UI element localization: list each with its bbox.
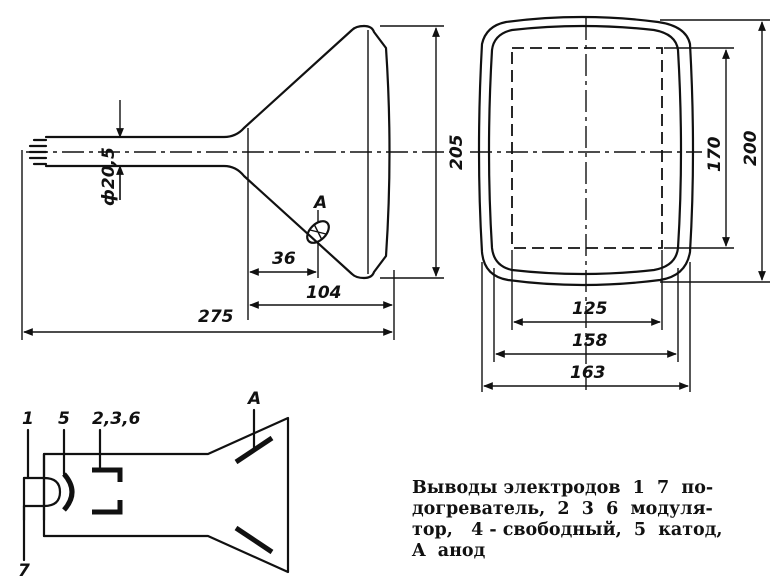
caption-line: догреватель, 2 3 6 модуля- xyxy=(412,499,713,519)
total-length-text: 275 xyxy=(198,307,234,327)
anode-label: A xyxy=(312,193,327,213)
schematic: 1 5 2,3,6 7 A xyxy=(18,389,290,580)
heater-filament xyxy=(22,476,62,508)
bulb-height-text: 200 xyxy=(741,130,761,166)
total-length-dim: 275 xyxy=(23,307,393,336)
anode-offset-text: 36 xyxy=(272,249,296,269)
pin-label-1: 1 xyxy=(22,409,34,429)
frame-outline xyxy=(487,24,683,276)
cone-length-text: 104 xyxy=(306,283,342,303)
bulb-width-dim: 163 xyxy=(483,363,689,390)
side-view: A ф20,5 205 36 104 xyxy=(21,24,467,340)
front-view: 170 200 125 158 163 xyxy=(470,15,770,392)
cone-length-dim: 104 xyxy=(249,283,393,309)
modulator xyxy=(92,467,123,515)
cathode xyxy=(62,472,75,512)
bulb-height-dim: 200 xyxy=(660,19,770,283)
screen-area xyxy=(511,47,663,249)
caption-line: A анод xyxy=(412,541,486,561)
screen-height-dim: 170 xyxy=(664,47,734,249)
anode-offset-dim: 36 xyxy=(249,249,317,276)
screen-width-dim: 125 xyxy=(513,299,661,326)
height-dim: 205 xyxy=(380,25,467,279)
neck-diameter-dim: ф20,5 xyxy=(99,100,124,206)
schematic-outline xyxy=(42,416,290,574)
pin-label-5: 5 xyxy=(58,409,70,429)
frame-width-dim: 158 xyxy=(495,331,677,358)
frame-width-text: 158 xyxy=(572,331,608,351)
pin-label-7: 7 xyxy=(18,561,30,580)
anode-strip-bottom xyxy=(234,525,274,555)
tube-outline xyxy=(44,24,366,280)
caption-line: тор, 4 - свободный, 5 катод, xyxy=(412,520,723,540)
pinout-caption: Выводы электродов 1 7 по- догреватель, 2… xyxy=(412,478,772,562)
bulb-outline xyxy=(477,15,695,287)
screen-height-text: 170 xyxy=(705,136,725,172)
height-text: 205 xyxy=(447,135,467,171)
bulb-width-text: 163 xyxy=(570,363,606,383)
pin-label-2-3-6: 2,3,6 xyxy=(92,409,141,429)
schematic-anode-label: A xyxy=(246,389,261,409)
neck-diameter-text: ф20,5 xyxy=(99,147,119,206)
screen-width-text: 125 xyxy=(572,299,608,319)
anode-button xyxy=(306,220,330,244)
caption-line: Выводы электродов 1 7 по- xyxy=(412,478,714,498)
